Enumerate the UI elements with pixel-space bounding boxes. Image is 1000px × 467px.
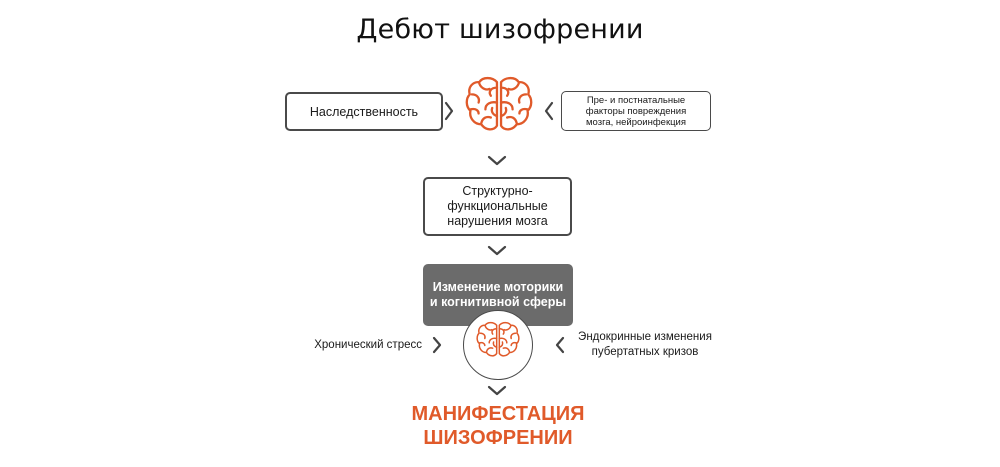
chevron-left-icon [544,101,554,121]
heredity-box: Наследственность [285,92,443,131]
motor-line: и когнитивной сферы [429,295,567,309]
chevron-left-icon [555,336,565,354]
motor-line: Изменение моторики [432,280,564,294]
brain-icon [465,76,533,131]
structural-line: нарушения мозга [447,214,548,228]
manifestation-label: МАНИФЕСТАЦИЯ ШИЗОФРЕНИИ [398,402,598,450]
chevron-down-icon [487,155,507,166]
factors-line: мозга, нейроинфекция [586,116,686,128]
manifestation-line: МАНИФЕСТАЦИЯ [411,403,585,425]
chevron-down-icon [487,245,507,256]
brain-icon [476,321,520,357]
stress-label: Хронический стресс [314,339,422,351]
motor-cognitive-box: Изменение моторики и когнитивной сферы [423,264,573,326]
brain-circle [463,310,533,380]
heredity-label: Наследственность [309,104,419,119]
endocrine-label: Эндокринные изменения пубертатных кризов [570,330,720,360]
factors-line: факторы повреждения [585,105,687,117]
structural-line: функциональные [447,199,548,213]
chevron-down-icon [487,385,507,396]
endocrine-line: пубертатных кризов [591,346,699,358]
endocrine-line: Эндокринные изменения [578,331,712,343]
structural-box: Структурно- функциональные нарушения моз… [423,177,572,236]
page-title: Дебют шизофрении [356,14,644,45]
structural-line: Структурно- [462,184,533,198]
manifestation-line: ШИЗОФРЕНИИ [423,427,573,449]
factors-line: Пре- и постнатальные [586,94,686,106]
factors-box: Пре- и постнатальные факторы повреждения… [561,91,711,131]
chevron-right-icon [444,101,454,121]
chevron-right-icon [432,336,442,354]
